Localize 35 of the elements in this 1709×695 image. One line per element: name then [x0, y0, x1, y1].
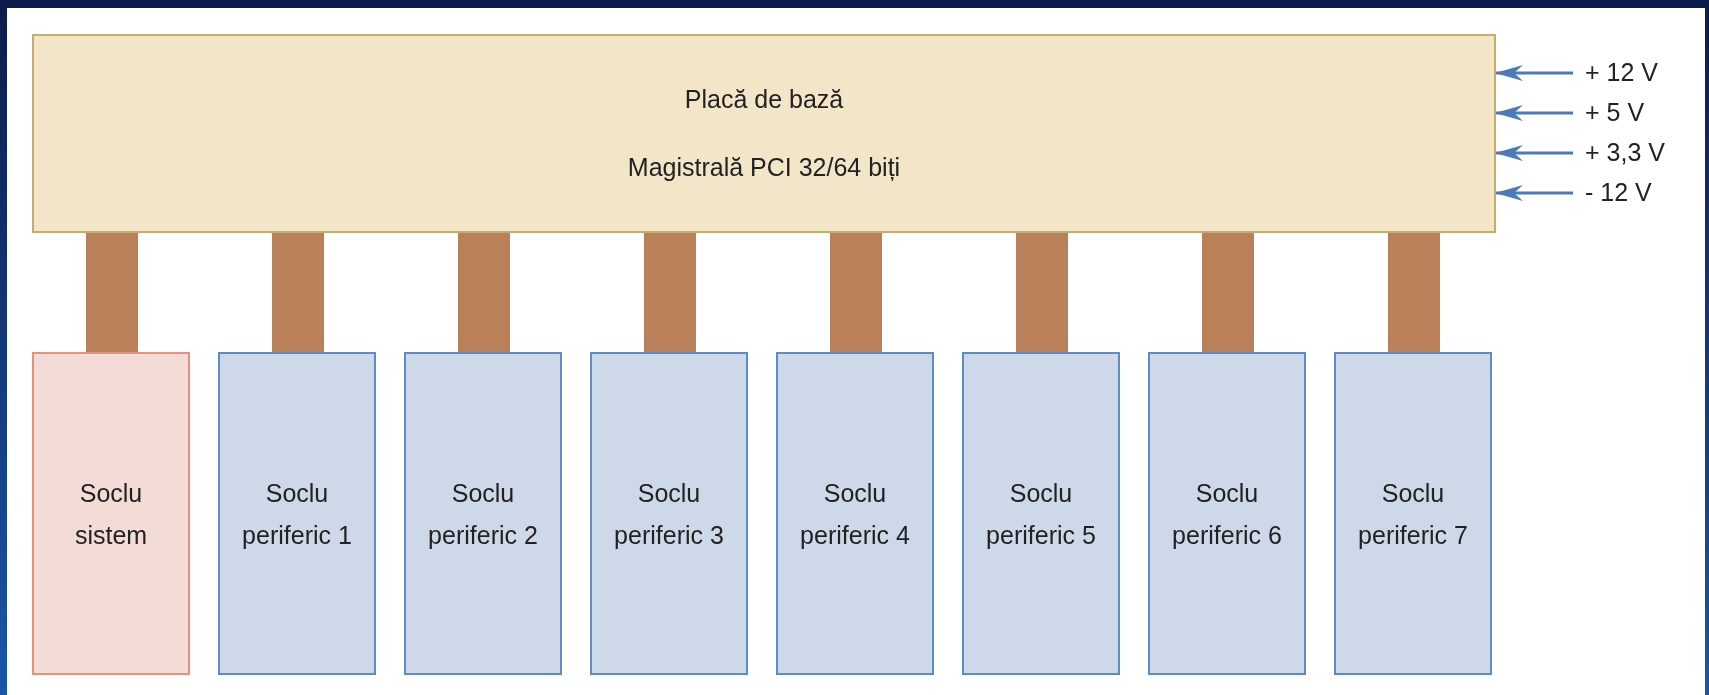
box-label: Magistrală PCI 32/64 biți: [627, 151, 901, 183]
bus-connector: [458, 233, 510, 352]
slot-label: Soclu periferic 1: [241, 477, 353, 551]
slot-label: Soclu periferic 7: [1357, 477, 1469, 551]
slot-label: Soclu periferic 5: [985, 477, 1097, 551]
slot-box: [32, 352, 190, 675]
box-label: Placă de bază: [684, 84, 844, 115]
arrow: [1495, 185, 1573, 201]
slot-box: [776, 352, 934, 675]
voltage-label: + 5 V: [1585, 97, 1703, 129]
bus-connector: [1016, 233, 1068, 352]
bus-connector: [1202, 233, 1254, 352]
arrow: [1495, 105, 1573, 121]
bus-connector: [644, 233, 696, 352]
bus-connector: [272, 233, 324, 352]
slot-label: Soclu periferic 6: [1171, 477, 1283, 551]
slot-box: [404, 352, 562, 675]
motherboard-box: [32, 34, 1496, 233]
slot-box: [1148, 352, 1306, 675]
slot-label: Soclu periferic 3: [613, 477, 725, 551]
slot-box: [1334, 352, 1492, 675]
slot-label: Soclu periferic 4: [799, 477, 911, 551]
voltage-label: - 12 V: [1585, 177, 1703, 209]
bus-connector: [830, 233, 882, 352]
voltage-label: + 3,3 V: [1585, 137, 1703, 169]
slot-box: [218, 352, 376, 675]
voltage-label: + 12 V: [1585, 57, 1703, 89]
bus-connector: [86, 233, 138, 352]
slot-label: Soclu sistem: [73, 477, 149, 551]
bus-connector: [1388, 233, 1440, 352]
slot-label: Soclu periferic 2: [427, 477, 539, 551]
arrow: [1495, 145, 1573, 161]
arrow: [1495, 65, 1573, 81]
slot-box: [962, 352, 1120, 675]
slot-box: [590, 352, 748, 675]
